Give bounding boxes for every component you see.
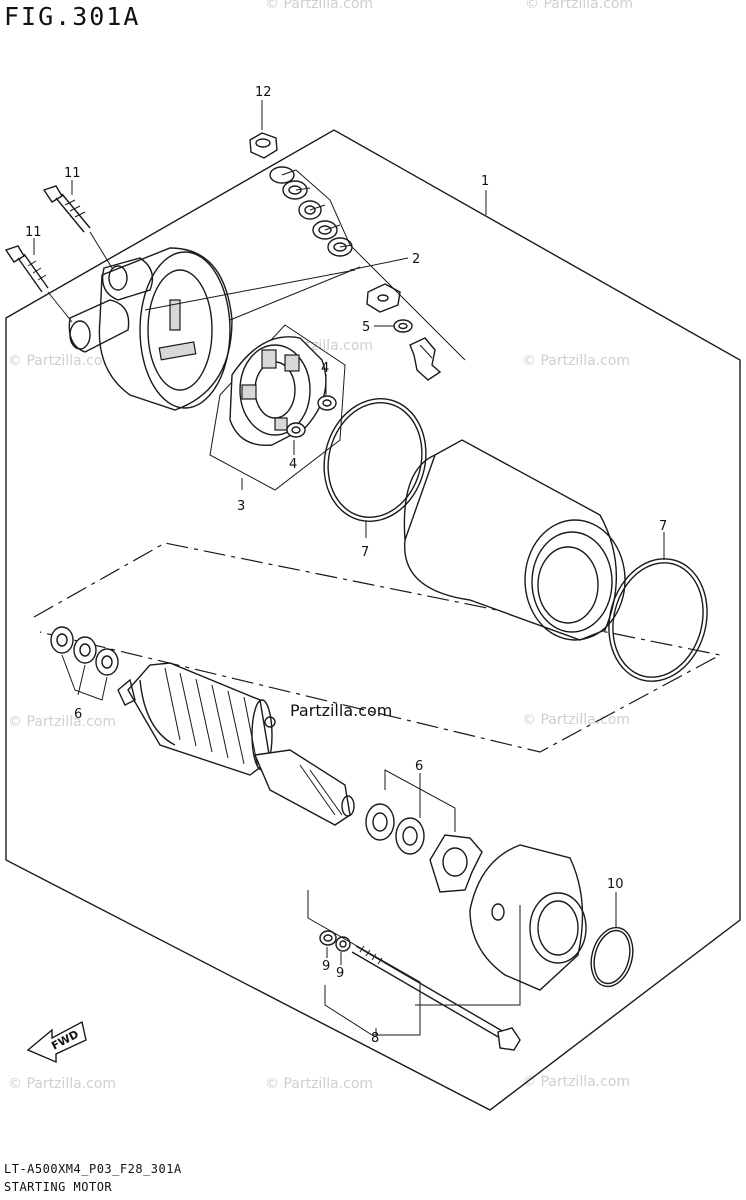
callout-1: 1 xyxy=(481,174,489,189)
callout-6-left: 6 xyxy=(74,707,82,722)
figure-title: FIG.301A xyxy=(4,2,141,31)
terminal-5 xyxy=(393,319,442,381)
watermark: © Partzilla.com xyxy=(265,1076,373,1092)
watermark: © Partzilla.com xyxy=(8,1076,116,1092)
armature xyxy=(117,662,355,826)
callout-9-right: 9 xyxy=(336,966,344,981)
callout-10: 10 xyxy=(607,877,624,892)
callouts: 12 1 11 11 2 5 4 4 3 7 7 6 6 10 9 9 8 xyxy=(25,85,667,1046)
washers-6-right xyxy=(365,769,483,893)
o-ring-10 xyxy=(590,926,634,988)
watermark: © Partzilla.com xyxy=(525,0,633,12)
rear-end-housing xyxy=(68,247,233,411)
armature-group-outline xyxy=(33,542,722,753)
callout-2: 2 xyxy=(412,252,420,267)
watermarks: © Partzilla.com © Partzilla.com © Partzi… xyxy=(8,0,633,1092)
watermark: © Partzilla.com xyxy=(522,1074,630,1090)
washer-stack-2 xyxy=(269,166,466,361)
nut-12 xyxy=(249,132,278,159)
watermark-center: Partzilla.com xyxy=(290,701,392,720)
callout-8: 8 xyxy=(371,1031,379,1046)
callout-11-lower: 11 xyxy=(25,225,42,240)
leader-lines xyxy=(33,100,665,1035)
callout-11-upper: 11 xyxy=(64,166,81,181)
watermark: © Partzilla.com xyxy=(8,353,116,369)
figure-code: LT-A500XM4_P03_F28_301A xyxy=(4,1162,182,1176)
callout-4-lower: 4 xyxy=(289,457,297,472)
through-bolt-11-upper xyxy=(42,185,113,269)
watermark: © Partzilla.com xyxy=(8,714,116,730)
washers-9-bolt-8 xyxy=(307,890,521,1051)
callout-9-left: 9 xyxy=(322,959,330,974)
washers-6-left xyxy=(50,626,119,701)
callout-7-right: 7 xyxy=(659,519,667,534)
through-bolt-11-lower xyxy=(4,245,73,323)
brush-holder-3 xyxy=(209,324,346,491)
callout-12: 12 xyxy=(255,85,272,100)
yoke-housing xyxy=(403,439,626,641)
front-end-housing xyxy=(415,844,587,1006)
callout-3: 3 xyxy=(237,499,245,514)
figure-name: STARTING MOTOR xyxy=(4,1180,113,1194)
callout-7-left: 7 xyxy=(361,545,369,560)
watermark: © Partzilla.com xyxy=(265,0,373,12)
callout-6-right: 6 xyxy=(415,759,423,774)
assembly-outline xyxy=(5,129,741,1111)
o-ring-7-left xyxy=(323,398,427,522)
watermark: © Partzilla.com xyxy=(522,353,630,369)
callout-4-upper: 4 xyxy=(321,361,329,376)
watermark: © Partzilla.com xyxy=(522,712,630,728)
o-ring-7-right xyxy=(608,558,708,682)
fwd-arrow-icon: FWD xyxy=(26,1020,87,1064)
callout-5: 5 xyxy=(362,320,370,335)
